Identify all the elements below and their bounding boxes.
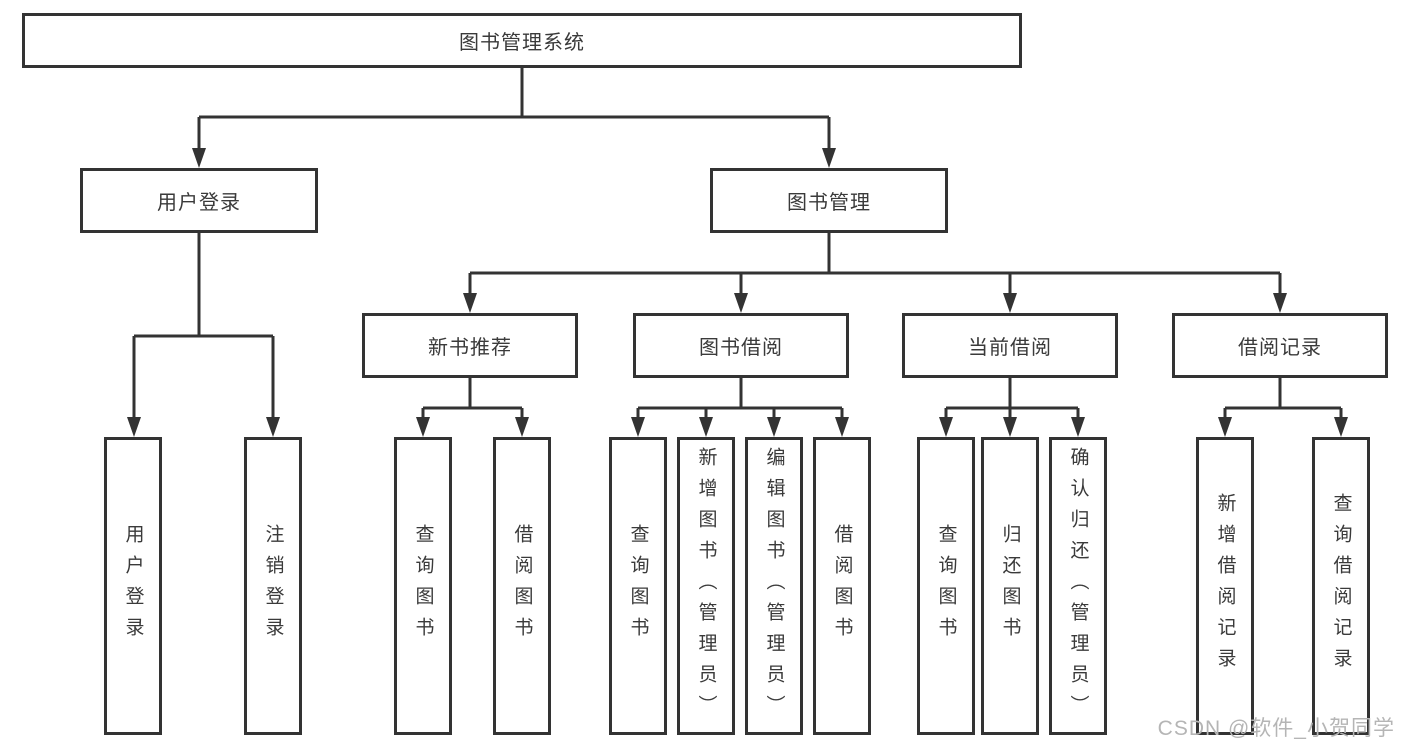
csdn-watermark: CSDN @软件_小贺同学 — [1157, 717, 1395, 740]
arrowhead — [699, 417, 713, 437]
node-label: 用户登录 — [157, 192, 241, 214]
arrowhead — [835, 417, 849, 437]
node-label: 查询图书 — [935, 524, 957, 648]
node-label: 当前借阅 — [968, 337, 1052, 359]
leaf-add-book-admin: 新增图书（管理员） — [677, 437, 735, 735]
node-book-management: 图书管理 — [710, 168, 948, 233]
connector-bookmgmt-children — [468, 233, 1282, 295]
leaf-edit-book-admin: 编辑图书（管理员） — [745, 437, 803, 735]
node-label: 编辑图书（管理员） — [763, 446, 785, 726]
connector-newbook-children — [421, 378, 524, 419]
leaf-confirm-return-admin: 确认归还（管理员） — [1049, 437, 1107, 735]
arrowhead — [416, 417, 430, 437]
leaf-query-books-recommend: 查询图书 — [394, 437, 452, 735]
arrowhead — [822, 148, 836, 168]
arrowhead — [1003, 417, 1017, 437]
arrowhead — [515, 417, 529, 437]
node-label: 新增借阅记录 — [1214, 493, 1236, 679]
node-label: 查询图书 — [627, 524, 649, 648]
arrowhead — [266, 417, 280, 437]
arrowhead — [1334, 417, 1348, 437]
node-new-book-recommend: 新书推荐 — [362, 313, 578, 378]
connector-borrow-children — [636, 378, 844, 419]
arrowhead — [631, 417, 645, 437]
arrowhead — [939, 417, 953, 437]
node-label: 借阅图书 — [511, 524, 533, 648]
arrowhead — [127, 417, 141, 437]
node-book-borrow: 图书借阅 — [633, 313, 849, 378]
leaf-borrow-books: 借阅图书 — [813, 437, 871, 735]
node-label: 借阅记录 — [1238, 337, 1322, 359]
node-label: 图书管理 — [787, 192, 871, 214]
leaf-borrow-books-recommend: 借阅图书 — [493, 437, 551, 735]
node-label: 新增图书（管理员） — [695, 446, 717, 726]
leaf-query-books-borrow: 查询图书 — [609, 437, 667, 735]
leaf-add-borrow-record: 新增借阅记录 — [1196, 437, 1254, 735]
node-root-system: 图书管理系统 — [22, 13, 1022, 68]
leaf-user-login: 用户登录 — [104, 437, 162, 735]
arrowhead — [1071, 417, 1085, 437]
arrowhead — [1218, 417, 1232, 437]
connector-current-children — [944, 378, 1080, 419]
node-label: 图书借阅 — [699, 337, 783, 359]
node-label: 注销登录 — [262, 524, 284, 648]
node-label: 查询借阅记录 — [1330, 493, 1352, 679]
leaf-return-book: 归还图书 — [981, 437, 1039, 735]
node-current-borrow: 当前借阅 — [902, 313, 1118, 378]
leaf-query-books-current: 查询图书 — [917, 437, 975, 735]
arrowhead — [192, 148, 206, 168]
leaf-query-borrow-record: 查询借阅记录 — [1312, 437, 1370, 735]
arrowhead — [1003, 293, 1017, 313]
node-user-login: 用户登录 — [80, 168, 318, 233]
node-label: 查询图书 — [412, 524, 434, 648]
arrowhead — [463, 293, 477, 313]
node-label: 借阅图书 — [831, 524, 853, 648]
node-label: 新书推荐 — [428, 337, 512, 359]
connector-root-to-level1 — [197, 68, 831, 150]
arrowhead — [767, 417, 781, 437]
leaf-logout-login: 注销登录 — [244, 437, 302, 735]
node-label: 用户登录 — [122, 524, 144, 648]
node-borrow-records: 借阅记录 — [1172, 313, 1388, 378]
arrowhead — [1273, 293, 1287, 313]
arrowhead — [734, 293, 748, 313]
node-label: 归还图书 — [999, 524, 1021, 648]
node-label: 确认归还（管理员） — [1067, 446, 1089, 726]
connector-userlogin-children — [132, 233, 275, 419]
node-label: 图书管理系统 — [459, 32, 585, 54]
connector-records-children — [1223, 378, 1343, 419]
